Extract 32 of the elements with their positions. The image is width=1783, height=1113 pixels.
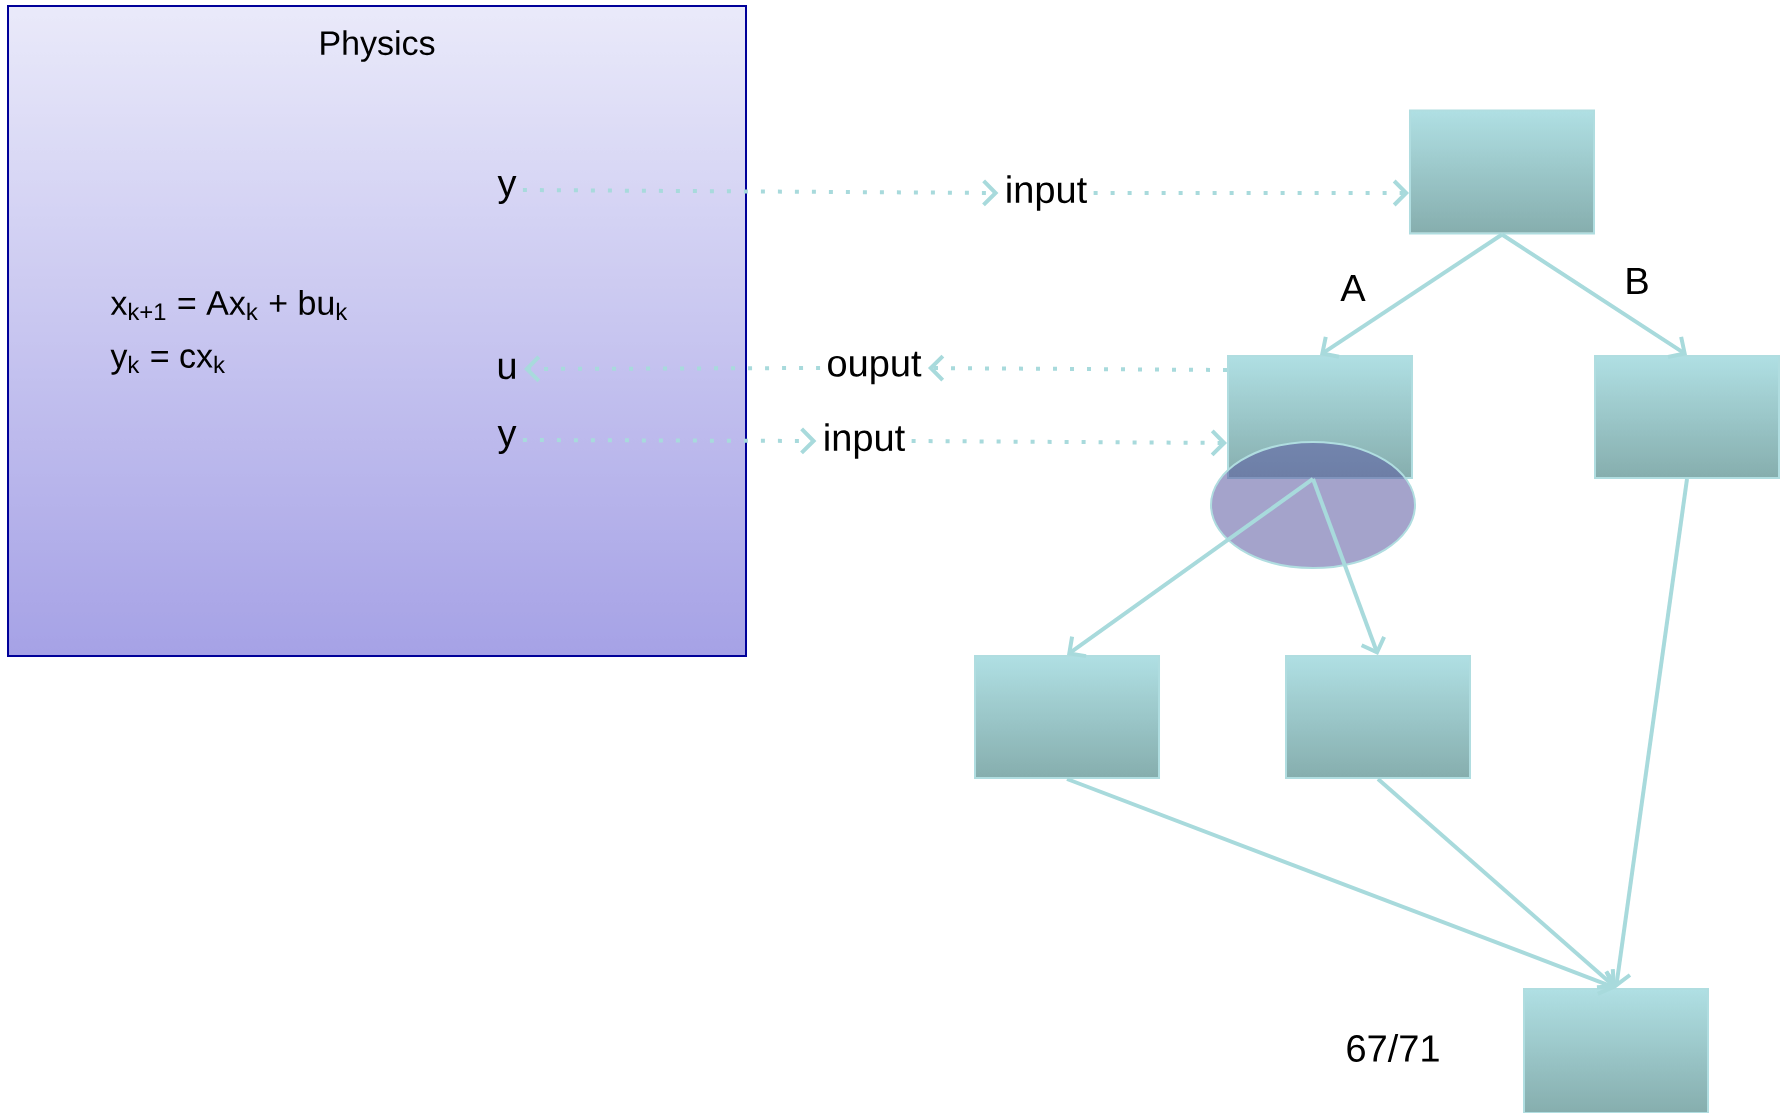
box-title: Physics xyxy=(321,30,435,62)
arrow xyxy=(927,354,1228,382)
arrow xyxy=(1500,232,1687,359)
arrow xyxy=(911,429,1227,457)
flow-label: input xyxy=(1007,175,1087,211)
process-box xyxy=(1285,655,1471,779)
flow-label: y xyxy=(497,176,517,204)
process-box xyxy=(1227,355,1413,479)
arrow xyxy=(1311,478,1386,655)
process-box xyxy=(1409,109,1595,235)
process-box xyxy=(1594,355,1780,479)
process-box xyxy=(1523,988,1709,1113)
equation: y$_{k}$ = cx$_{k}$ xyxy=(110,349,225,375)
arrow xyxy=(1066,777,1616,996)
arrow xyxy=(522,179,999,207)
arrow xyxy=(1604,478,1689,988)
flow-label: u xyxy=(498,358,516,380)
process-box xyxy=(974,655,1160,779)
edge-label: B xyxy=(1622,265,1652,297)
flow-label: input xyxy=(825,423,905,459)
highlight-ellipse xyxy=(1210,441,1416,569)
arrow xyxy=(1093,179,1409,207)
flow-label: ouput xyxy=(828,351,922,385)
arrow xyxy=(1320,232,1504,359)
page-number: 67/71 xyxy=(1347,1034,1439,1062)
edge-label: A xyxy=(1338,272,1368,304)
equation: x$_{k+1}$ = Ax$_{k}$ + bu$_{k}$ xyxy=(110,290,348,320)
arrow xyxy=(1376,777,1616,990)
flow-label: y xyxy=(497,426,517,454)
arrow xyxy=(524,355,821,383)
arrow xyxy=(1067,477,1315,659)
arrow xyxy=(522,427,817,455)
